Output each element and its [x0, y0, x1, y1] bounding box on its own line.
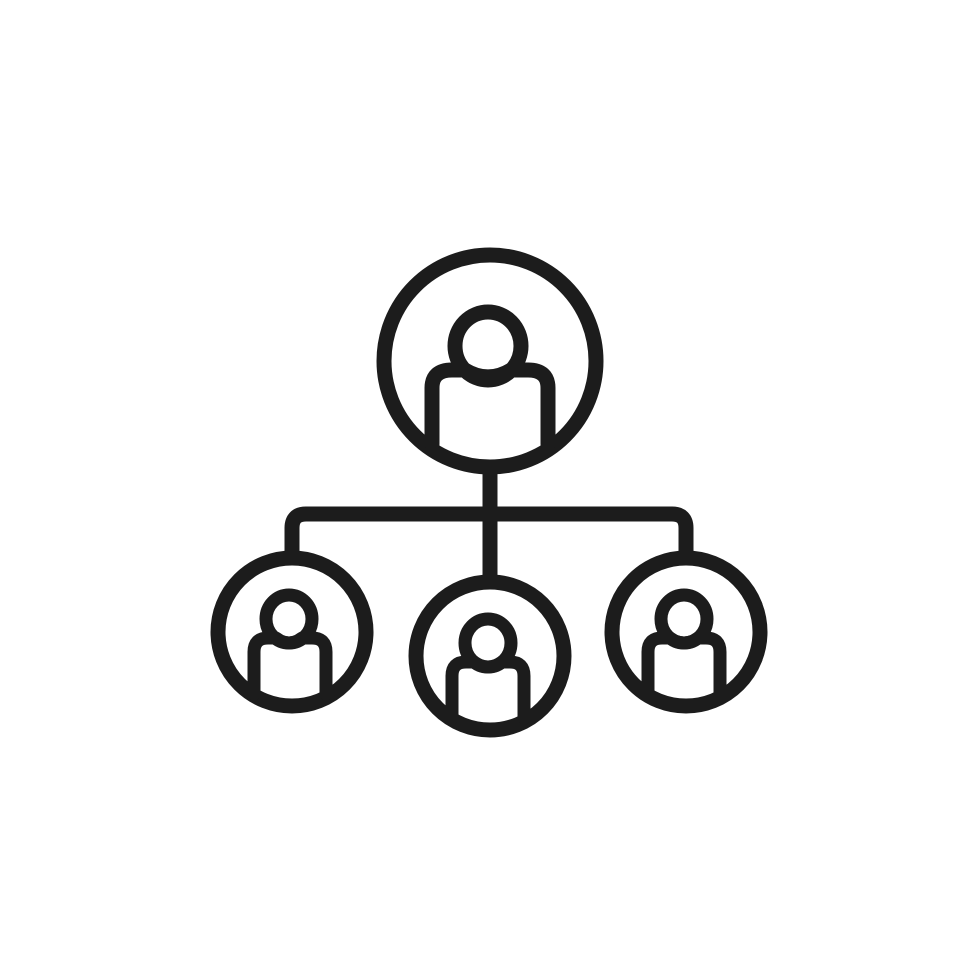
manager-circle: [376, 247, 604, 475]
member-left-person-icon: [247, 588, 333, 701]
person-body: [641, 631, 727, 701]
person-body: [424, 362, 556, 452]
branch-line: [284, 506, 694, 560]
person-body: [247, 631, 333, 701]
member-right-person-icon: [641, 588, 727, 701]
member-node-left: [210, 550, 374, 714]
member-circle-right: [604, 550, 768, 714]
member-circle-left: [210, 550, 374, 714]
member-circle-middle: [408, 574, 572, 738]
manager-person-icon: [424, 304, 556, 452]
person-body: [445, 655, 531, 725]
member-node-right: [604, 550, 768, 714]
member-middle-person-icon: [445, 612, 531, 725]
manager-node: [376, 247, 604, 475]
member-node-middle: [408, 574, 572, 738]
connector-lines: [284, 462, 694, 586]
